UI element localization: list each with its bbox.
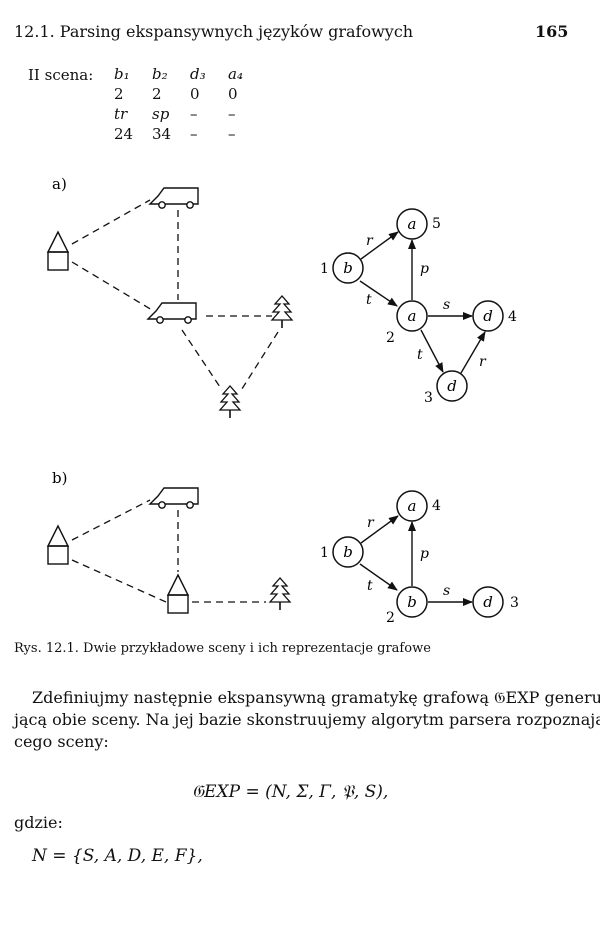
scene-label: II scena: [28,66,94,84]
edge-label: r [366,233,374,249]
table-cell: 0 [228,85,238,103]
node-number: 2 [386,330,395,346]
graph-node [396,586,428,618]
scene-table: b₁ b₂ d₃ a₄ 2 2 0 0 tr sp – – 24 34 – – [114,64,266,144]
node-number: 1 [320,261,329,277]
node-number: 2 [386,610,395,626]
house-icon [47,525,69,565]
edge-label: p [420,261,429,277]
table-cell: – [190,105,198,123]
graph-node [396,300,428,332]
table-cell: 34 [152,125,172,143]
edge-r [360,515,399,544]
table-cell: – [228,105,236,123]
paragraph-line: cego sceny: [14,732,109,751]
scene-a-relations [71,199,279,393]
car-icon [149,187,199,209]
node-number: 4 [432,498,441,514]
node-label: a [408,307,417,325]
edge-t [420,329,444,373]
table-cell: 2 [152,85,162,103]
node-label: b [407,593,417,611]
house-icon [47,231,69,271]
tree-icon [219,385,241,419]
table-row: 24 34 – – [114,124,266,144]
table-header-row: b₁ b₂ d₃ a₄ [114,64,266,84]
edge-r [360,231,399,260]
car-icon [149,487,199,509]
table-header-cell: d₃ [190,65,206,83]
node-number: 1 [320,545,329,561]
table-row: tr sp – – [114,104,266,124]
edge-r [460,331,486,374]
tree-icon [271,295,293,329]
tree-icon [269,577,291,611]
graph-b: a b b d 4 1 2 3 r t p s [320,490,519,626]
graph-a: a b a d d 5 1 2 4 3 r t p s t r [320,208,517,406]
edge-label: r [479,354,487,370]
edge-label: t [367,578,373,594]
edge-label: p [420,546,429,562]
edge-t [359,563,398,591]
graph-node [396,490,428,522]
node-label: d [447,377,457,395]
edge-label: t [366,292,372,308]
page-number: 165 [535,22,569,41]
table-header-cell: b₁ [114,65,130,83]
node-number: 4 [508,309,517,325]
table-cell: sp [152,105,170,123]
graph-node [332,536,364,568]
edge-label: s [443,297,450,313]
scene-b-relations [71,499,266,603]
table-cell: 24 [114,125,134,143]
panel-b-label: b) [52,469,67,487]
figure-caption: Rys. 12.1. Dwie przykładowe sceny i ich … [14,641,431,656]
node-label: b [343,259,353,277]
node-label: a [408,215,417,233]
car-icon [147,302,197,324]
graph-node [332,252,364,284]
graph-node [472,586,504,618]
table-cell: tr [114,105,128,123]
node-number: 3 [424,390,433,406]
panel-a-label: a) [52,175,67,193]
graph-node [396,208,428,240]
gdzie-label: gdzie: [14,813,63,832]
graph-node [472,300,504,332]
graph-node [436,370,468,402]
node-label: a [408,497,417,515]
table-cell: 2 [114,85,124,103]
edge-label: s [443,583,450,599]
figure-12-1: a) a b a d [47,175,519,626]
paragraph-line: Zdefiniujmy następnie ekspansywną gramat… [32,688,600,707]
nonterminals-definition: N = {S, A, D, E, F}, [32,846,203,866]
node-label: d [483,307,493,325]
table-cell: 0 [190,85,200,103]
edge-t [359,280,398,307]
table-header-cell: b₂ [152,65,168,83]
edge-label: t [417,347,423,363]
node-label: b [343,543,353,561]
node-number: 5 [432,216,441,232]
table-row: 2 2 0 0 [114,84,266,104]
edge-label: r [367,515,375,531]
section-header: 12.1. Parsing ekspansywnych języków graf… [14,22,414,41]
table-header-cell: a₄ [228,65,243,83]
node-label: d [483,593,493,611]
house-icon [167,574,189,614]
table-cell: – [190,125,198,143]
table-cell: – [228,125,236,143]
paragraph-line: jącą obie sceny. Na jej bazie skonstruuj… [14,710,600,729]
grammar-formula: 𝔊EXP = (N, Σ, Γ, 𝔓, S), [192,782,389,802]
node-number: 3 [510,595,519,611]
